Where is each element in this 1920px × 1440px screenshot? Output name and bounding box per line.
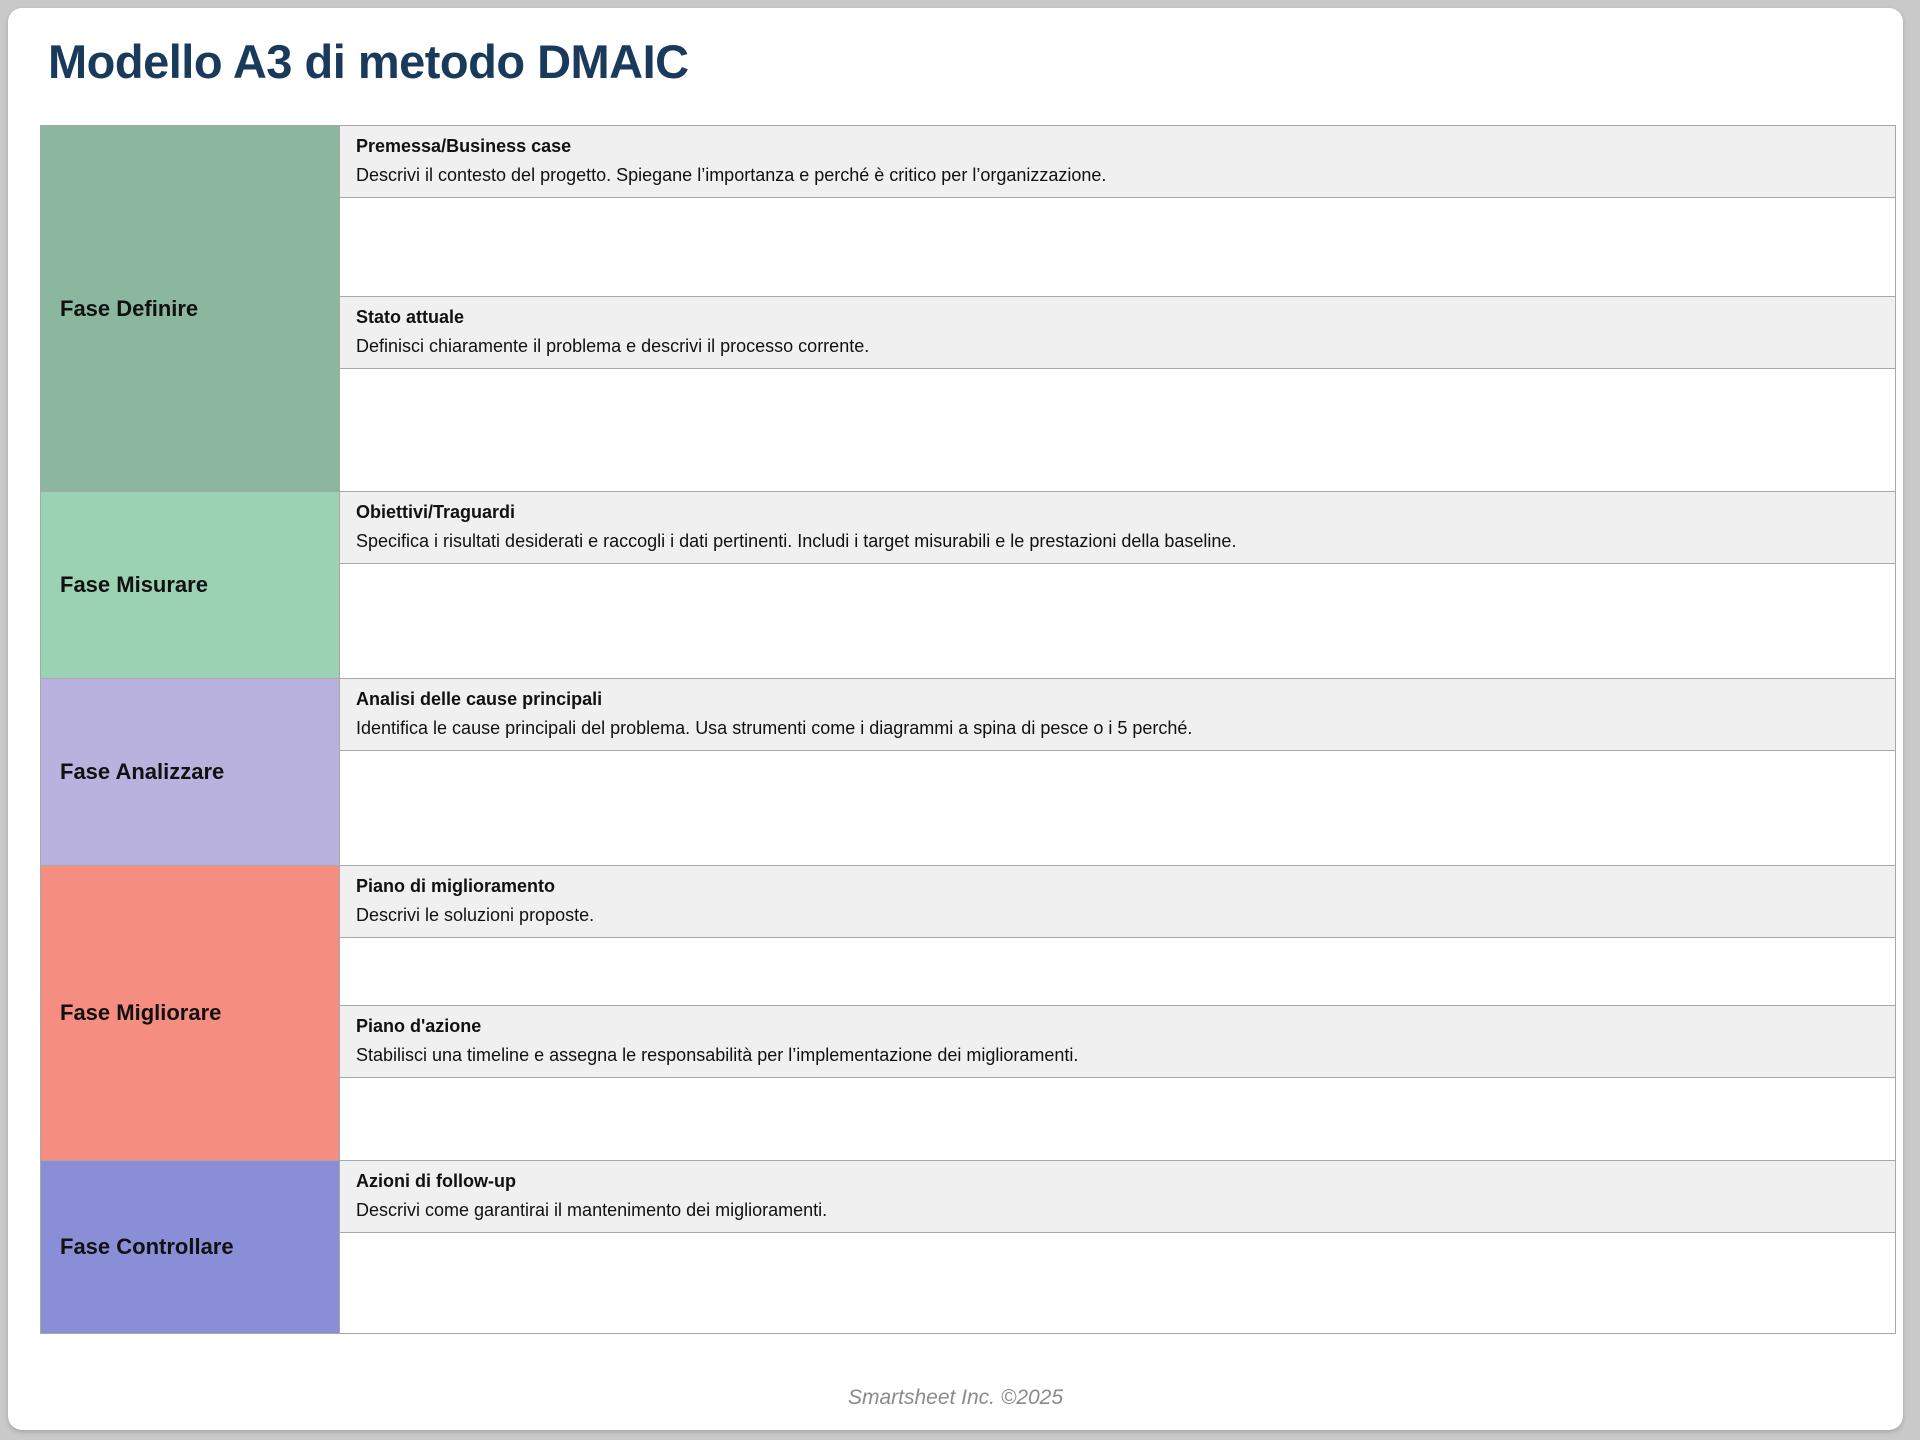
- block-entry-area-stato-attuale[interactable]: [340, 369, 1895, 491]
- block-header: Premessa/Business case Descrivi il conte…: [340, 126, 1895, 198]
- phase-cell-definire: Fase Definire: [40, 125, 340, 492]
- block-piano-di-miglioramento: Piano di miglioramento Descrivi le soluz…: [340, 866, 1895, 1005]
- phase-cell-migliorare: Fase Migliorare: [40, 865, 340, 1161]
- block-description: Stabilisci una timeline e assegna le res…: [356, 1044, 1079, 1065]
- block-entry-area-analisi-cause[interactable]: [340, 751, 1895, 865]
- block-stato-attuale: Stato attuale Definisci chiaramente il p…: [340, 296, 1895, 491]
- block-title: Piano d'azione: [356, 1016, 482, 1036]
- phase-content-definire: Premessa/Business case Descrivi il conte…: [339, 125, 1896, 492]
- table-row: Fase Controllare Azioni di follow-up Des…: [40, 1160, 1896, 1334]
- block-title: Piano di miglioramento: [356, 876, 556, 896]
- block-title: Premessa/Business case: [356, 136, 572, 156]
- block-header: Obiettivi/Traguardi Specifica i risultat…: [340, 492, 1895, 564]
- phase-cell-analizzare: Fase Analizzare: [40, 678, 340, 866]
- block-title: Azioni di follow-up: [356, 1171, 516, 1191]
- block-header: Analisi delle cause principali Identific…: [340, 679, 1895, 751]
- block-header: Piano d'azione Stabilisci una timeline e…: [340, 1005, 1895, 1078]
- block-description: Descrivi il contesto del progetto. Spieg…: [356, 164, 1107, 185]
- block-header: Piano di miglioramento Descrivi le soluz…: [340, 866, 1895, 938]
- block-piano-d-azione: Piano d'azione Stabilisci una timeline e…: [340, 1005, 1895, 1160]
- table-row: Fase Migliorare Piano di miglioramento D…: [40, 865, 1896, 1161]
- phase-content-migliorare: Piano di miglioramento Descrivi le soluz…: [339, 865, 1896, 1161]
- block-entry-area-premessa[interactable]: [340, 198, 1895, 296]
- block-description: Identifica le cause principali del probl…: [356, 717, 1193, 738]
- block-analisi-cause-principali: Analisi delle cause principali Identific…: [340, 679, 1895, 865]
- phase-label-misurare: Fase Misurare: [60, 572, 208, 597]
- table-row: Fase Misurare Obiettivi/Traguardi Specif…: [40, 491, 1896, 679]
- phase-label-analizzare: Fase Analizzare: [60, 759, 225, 784]
- document-page: Modello A3 di metodo DMAIC Fase Definire…: [8, 8, 1903, 1430]
- block-premessa-business-case: Premessa/Business case Descrivi il conte…: [340, 126, 1895, 296]
- block-azioni-di-follow-up: Azioni di follow-up Descrivi come garant…: [340, 1161, 1895, 1333]
- dmaic-a3-table: Fase Definire Premessa/Business case Des…: [40, 125, 1896, 1334]
- block-description: Descrivi le soluzioni proposte.: [356, 904, 595, 925]
- phase-label-migliorare: Fase Migliorare: [60, 1000, 222, 1025]
- block-description: Definisci chiaramente il problema e desc…: [356, 335, 870, 356]
- block-entry-area-obiettivi[interactable]: [340, 564, 1895, 678]
- block-header: Azioni di follow-up Descrivi come garant…: [340, 1161, 1895, 1233]
- phase-cell-misurare: Fase Misurare: [40, 491, 340, 679]
- block-entry-area-piano-azione[interactable]: [340, 1078, 1895, 1160]
- block-title: Analisi delle cause principali: [356, 689, 603, 709]
- phase-content-analizzare: Analisi delle cause principali Identific…: [339, 678, 1896, 866]
- block-description: Descrivi come garantirai il mantenimento…: [356, 1199, 828, 1220]
- phase-content-misurare: Obiettivi/Traguardi Specifica i risultat…: [339, 491, 1896, 679]
- table-row: Fase Analizzare Analisi delle cause prin…: [40, 678, 1896, 866]
- phase-content-controllare: Azioni di follow-up Descrivi come garant…: [339, 1160, 1896, 1334]
- block-title: Obiettivi/Traguardi: [356, 502, 516, 522]
- block-obiettivi-traguardi: Obiettivi/Traguardi Specifica i risultat…: [340, 492, 1895, 678]
- block-header: Stato attuale Definisci chiaramente il p…: [340, 296, 1895, 369]
- footer-copyright: Smartsheet Inc. ©2025: [847, 1386, 1064, 1409]
- block-description: Specifica i risultati desiderati e racco…: [356, 530, 1237, 551]
- table-row: Fase Definire Premessa/Business case Des…: [40, 125, 1896, 492]
- phase-label-controllare: Fase Controllare: [60, 1234, 234, 1259]
- page-title: Modello A3 di metodo DMAIC: [48, 35, 689, 88]
- block-entry-area-follow-up[interactable]: [340, 1233, 1895, 1333]
- block-title: Stato attuale: [356, 307, 465, 327]
- phase-label-definire: Fase Definire: [60, 295, 199, 321]
- phase-cell-controllare: Fase Controllare: [40, 1160, 340, 1334]
- block-entry-area-piano-miglioramento[interactable]: [340, 938, 1895, 1005]
